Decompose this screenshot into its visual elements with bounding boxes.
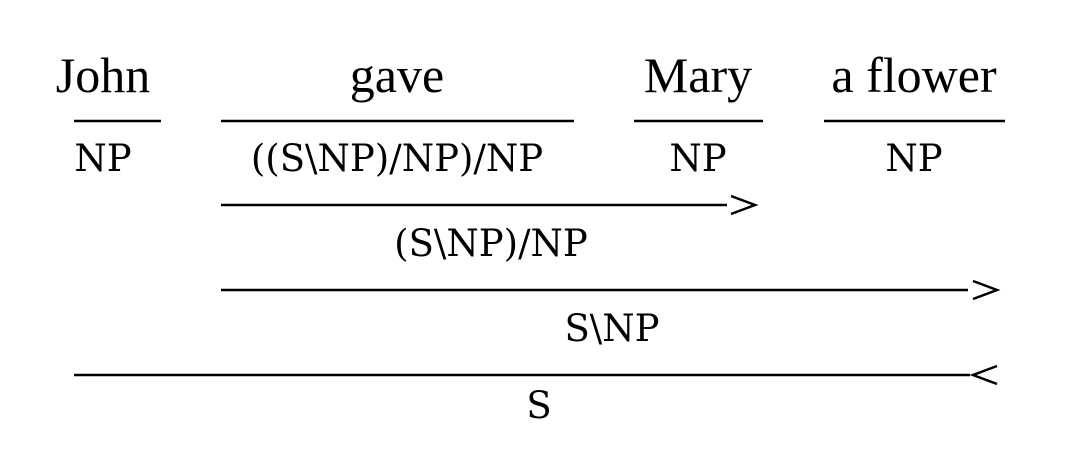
derivation-1-result: (S\NP)/NP	[394, 222, 588, 265]
derivation-2-result: S\NP	[564, 307, 659, 350]
category-a-flower: NP	[885, 137, 942, 180]
category-john: NP	[74, 137, 131, 180]
category-mary: NP	[669, 137, 726, 180]
forward-application-symbol-2	[972, 279, 1001, 301]
word-a-flower: a flower	[831, 47, 997, 103]
category-gave: ((S\NP)/NP)/NP	[251, 137, 543, 180]
word-mary: Mary	[644, 47, 752, 103]
word-gave: gave	[350, 47, 444, 103]
forward-application-symbol-1	[730, 194, 759, 216]
word-john: John	[56, 47, 150, 103]
backward-application-symbol	[969, 364, 998, 386]
derivation-3-result: S	[526, 384, 551, 427]
